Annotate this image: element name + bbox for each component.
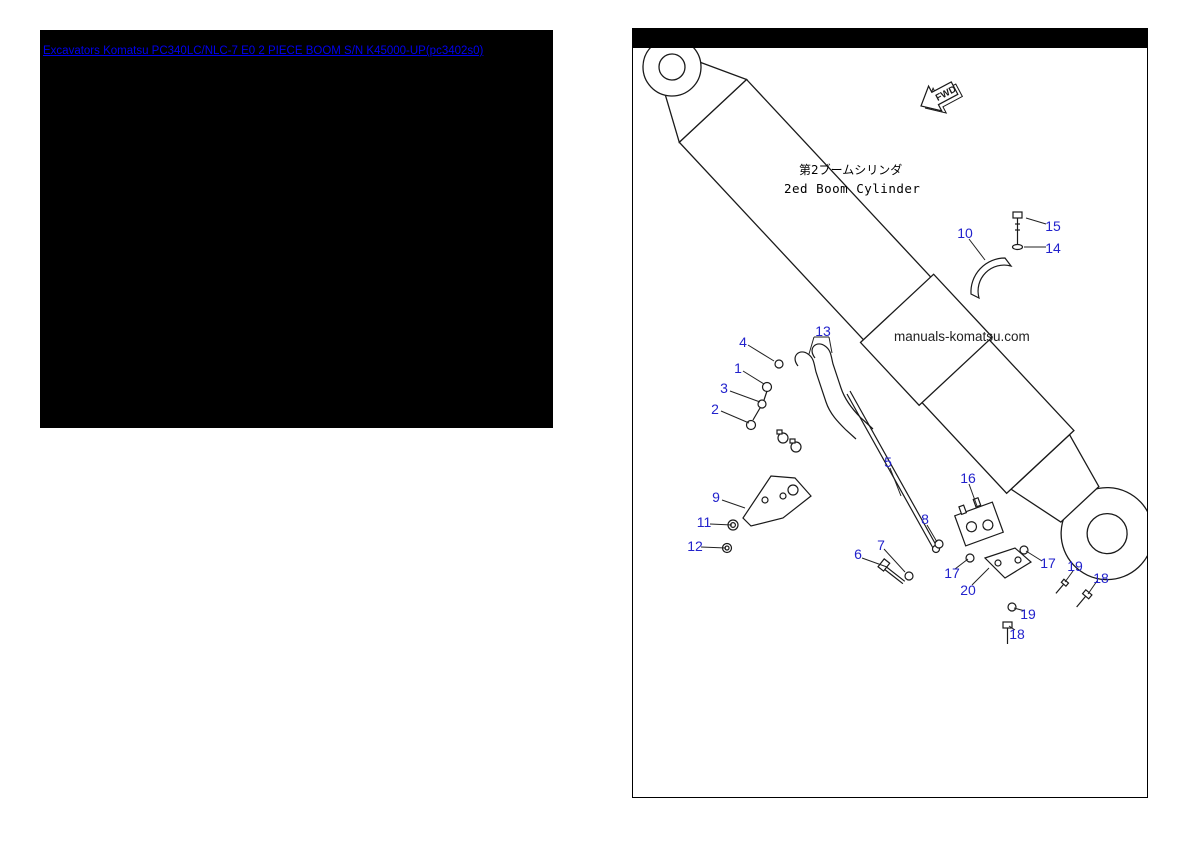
callout-number-17[interactable]: 17 bbox=[944, 565, 960, 581]
callout-number-20[interactable]: 20 bbox=[960, 582, 976, 598]
callout-number-3[interactable]: 3 bbox=[720, 380, 728, 396]
callout-number-11[interactable]: 11 bbox=[696, 514, 712, 530]
callout-number-17[interactable]: 17 bbox=[1040, 555, 1056, 571]
callout-number-6[interactable]: 6 bbox=[854, 546, 862, 562]
callout-number-16[interactable]: 16 bbox=[960, 470, 976, 486]
callout-leader-lines bbox=[700, 217, 1098, 631]
callout-number-9[interactable]: 9 bbox=[712, 489, 720, 505]
callout-number-10[interactable]: 10 bbox=[957, 225, 973, 241]
callout-number-18[interactable]: 18 bbox=[1093, 570, 1109, 586]
callout-number-1[interactable]: 1 bbox=[734, 360, 742, 376]
diagram-header-bar bbox=[633, 29, 1147, 48]
part-label-japanese: 第2ブームシリンダ bbox=[799, 163, 903, 177]
callout-number-18[interactable]: 18 bbox=[1009, 626, 1025, 642]
part-label-english: 2ed Boom Cylinder bbox=[784, 181, 921, 196]
callout-number-19[interactable]: 19 bbox=[1067, 558, 1083, 574]
callout-number-14[interactable]: 14 bbox=[1045, 240, 1061, 256]
callout-number-7[interactable]: 7 bbox=[877, 537, 885, 553]
left-black-panel: Excavators Komatsu PC340LC/NLC-7 E0 2 PI… bbox=[40, 30, 553, 428]
callout-number-2[interactable]: 2 bbox=[711, 401, 719, 417]
parts-line-art: FWD bbox=[642, 48, 1147, 644]
callout-number-13[interactable]: 13 bbox=[815, 323, 831, 339]
callout-number-12[interactable]: 12 bbox=[687, 538, 703, 554]
callout-number-4[interactable]: 4 bbox=[739, 334, 747, 350]
callout-number-19[interactable]: 19 bbox=[1020, 606, 1036, 622]
diagram-body: FWD bbox=[633, 48, 1147, 797]
small-parts bbox=[721, 211, 1093, 644]
fwd-arrow-icon: FWD bbox=[920, 81, 964, 114]
callout-number-5[interactable]: 5 bbox=[884, 454, 892, 470]
callout-number-8[interactable]: 8 bbox=[921, 511, 929, 527]
watermark-text: manuals-komatsu.com bbox=[894, 329, 1030, 344]
breadcrumb-link[interactable]: Excavators Komatsu PC340LC/NLC-7 E0 2 PI… bbox=[43, 45, 484, 57]
callout-number-15[interactable]: 15 bbox=[1045, 218, 1061, 234]
boom-cylinder-drawing bbox=[642, 48, 1147, 581]
parts-diagram-panel: FWD bbox=[632, 28, 1148, 798]
